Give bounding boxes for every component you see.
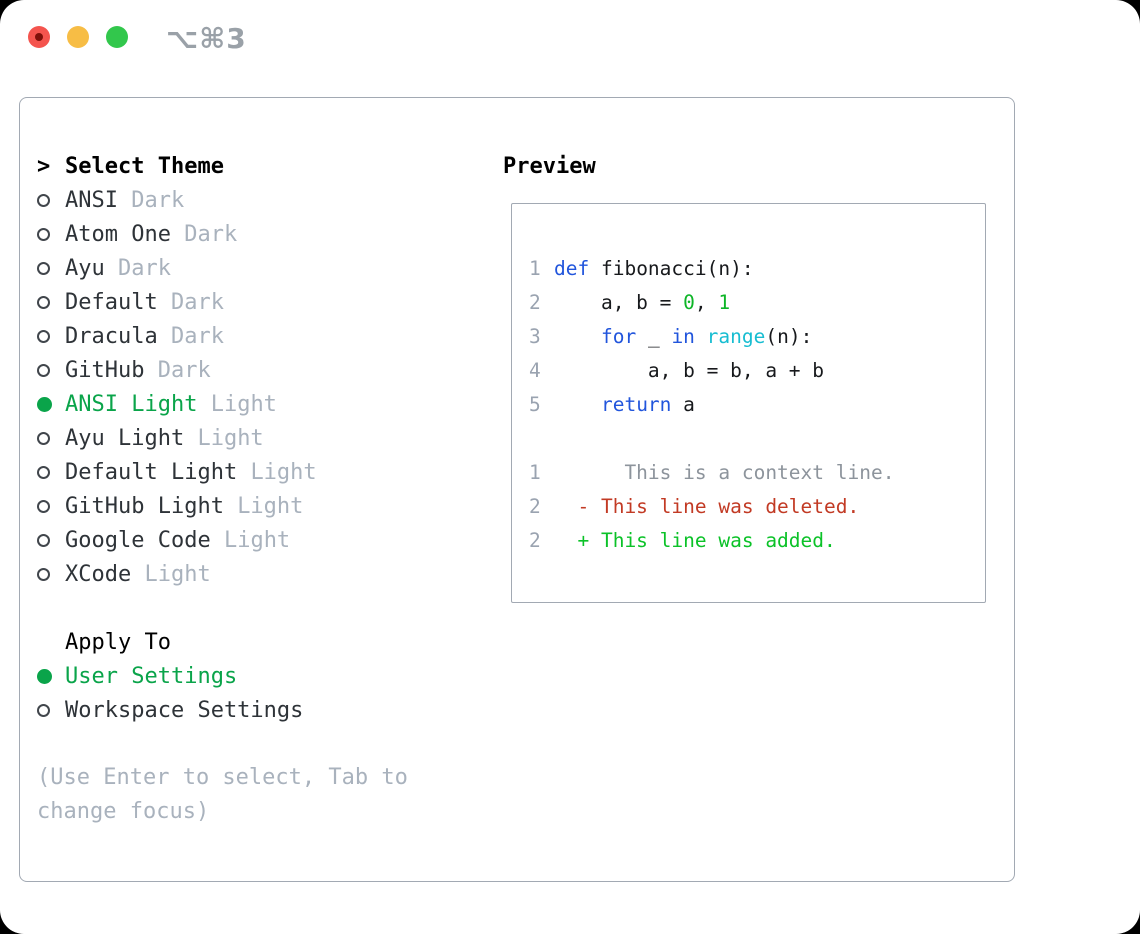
code-line: 2 - This line was deleted. [529, 489, 971, 523]
line-number: 4 [529, 358, 541, 382]
theme-variant-tag: Light [144, 561, 211, 587]
radio-icon [37, 431, 50, 445]
radio-selected-icon [37, 396, 52, 412]
theme-variant-tag: Dark [170, 323, 224, 349]
theme-option-atom-one[interactable]: Atom One Dark [37, 217, 487, 251]
radio-icon [37, 533, 50, 547]
line-number: 2 [529, 528, 541, 552]
help-text: (Use Enter to select, Tab to change focu… [37, 765, 408, 824]
picker-title: Select Theme [65, 153, 224, 179]
section-gap [37, 591, 487, 625]
theme-name: Dracula [65, 323, 171, 349]
line-number: 3 [529, 324, 541, 348]
code-text: for _ in range(n): [600, 324, 813, 348]
theme-name: Default [65, 289, 171, 315]
line-number: 5 [529, 392, 541, 416]
theme-name: ANSI [65, 187, 132, 213]
radio-icon [37, 193, 50, 207]
radio-icon [37, 329, 50, 343]
theme-option-ayu-light[interactable]: Ayu Light Light [37, 421, 487, 455]
preview-title: Preview [503, 153, 596, 179]
close-record-dot-icon [35, 33, 43, 41]
select-theme-header: > Select Theme [37, 149, 487, 183]
code-text: + This line was added. [554, 528, 836, 552]
code-line: 1 This is a context line. [529, 455, 971, 489]
theme-variant-tag: Dark [170, 289, 224, 315]
theme-option-github[interactable]: GitHub Dark [37, 353, 487, 387]
apply-to-title: Apply To [65, 629, 171, 655]
theme-option-ansi-light[interactable]: ANSI Light Light [37, 387, 487, 421]
radio-icon [37, 567, 50, 581]
theme-name: ANSI Light [65, 391, 211, 417]
code-text: a, b = b, a + b [554, 358, 825, 382]
apply-option-label: Workspace Settings [65, 697, 304, 723]
line-number: 1 [529, 256, 541, 280]
code-line: 1 def fibonacci(n): [529, 251, 971, 285]
theme-name: Google Code [65, 527, 224, 553]
code-line: 2 a, b = 0, 1 [529, 285, 971, 319]
theme-name: GitHub Light [65, 493, 238, 519]
code-text: - This line was deleted. [554, 494, 860, 518]
theme-option-default-light[interactable]: Default Light Light [37, 455, 487, 489]
radio-selected-icon [37, 668, 52, 684]
theme-variant-tag: Light [237, 493, 304, 519]
theme-variant-tag: Dark [117, 255, 171, 281]
code-line: 4 a, b = b, a + b [529, 353, 971, 387]
radio-icon [37, 295, 50, 309]
theme-variant-tag: Light [223, 527, 291, 553]
apply-option-label: User Settings [65, 663, 238, 689]
apply-to-header: Apply To [37, 625, 487, 659]
theme-option-ansi[interactable]: ANSI Dark [37, 183, 487, 217]
code-text: return a [600, 392, 695, 416]
theme-option-ayu[interactable]: Ayu Dark [37, 251, 487, 285]
code-line: 5 return a [529, 387, 971, 421]
theme-option-google-code[interactable]: Google Code Light [37, 523, 487, 557]
theme-option-github-light[interactable]: GitHub Light Light [37, 489, 487, 523]
window-shortcut-label: ⌥⌘3 [166, 22, 247, 55]
line-number: 1 [529, 460, 541, 484]
theme-variant-tag: Dark [157, 357, 211, 383]
focus-caret-icon: > [37, 153, 51, 179]
theme-variant-tag: Dark [131, 187, 185, 213]
radio-icon [37, 499, 50, 513]
theme-variant-tag: Dark [184, 221, 238, 247]
radio-icon [37, 261, 50, 275]
radio-icon [37, 227, 50, 241]
theme-name: Default Light [65, 459, 251, 485]
code-text: def fibonacci(n): [554, 256, 754, 280]
radio-icon [37, 465, 50, 479]
radio-icon [37, 363, 50, 377]
theme-name: Ayu [65, 255, 118, 281]
theme-variant-tag: Light [250, 459, 317, 485]
close-button[interactable] [28, 26, 50, 48]
theme-option-default[interactable]: Default Dark [37, 285, 487, 319]
titlebar: ⌥⌘3 [0, 0, 1140, 75]
code-line: 3 for _ in range(n): [529, 319, 971, 353]
code-text: a, b = 0, 1 [554, 290, 731, 314]
maximize-button[interactable] [106, 26, 128, 48]
theme-name: XCode [65, 561, 145, 587]
theme-name: GitHub [65, 357, 158, 383]
theme-option-xcode[interactable]: XCode Light [37, 557, 487, 591]
minimize-button[interactable] [67, 26, 89, 48]
theme-variant-tag: Light [210, 391, 277, 417]
code-line: 2 + This line was added. [529, 523, 971, 557]
theme-name: Atom One [65, 221, 185, 247]
apply-option-user-settings[interactable]: User Settings [37, 659, 487, 693]
theme-variant-tag: Light [197, 425, 264, 451]
code-text: This is a context line. [554, 460, 895, 484]
code-line [529, 421, 971, 455]
theme-option-dracula[interactable]: Dracula Dark [37, 319, 487, 353]
line-number: 2 [529, 494, 541, 518]
line-number: 2 [529, 290, 541, 314]
radio-icon [37, 703, 50, 717]
theme-name: Ayu Light [65, 425, 198, 451]
apply-option-workspace-settings[interactable]: Workspace Settings [37, 693, 487, 727]
